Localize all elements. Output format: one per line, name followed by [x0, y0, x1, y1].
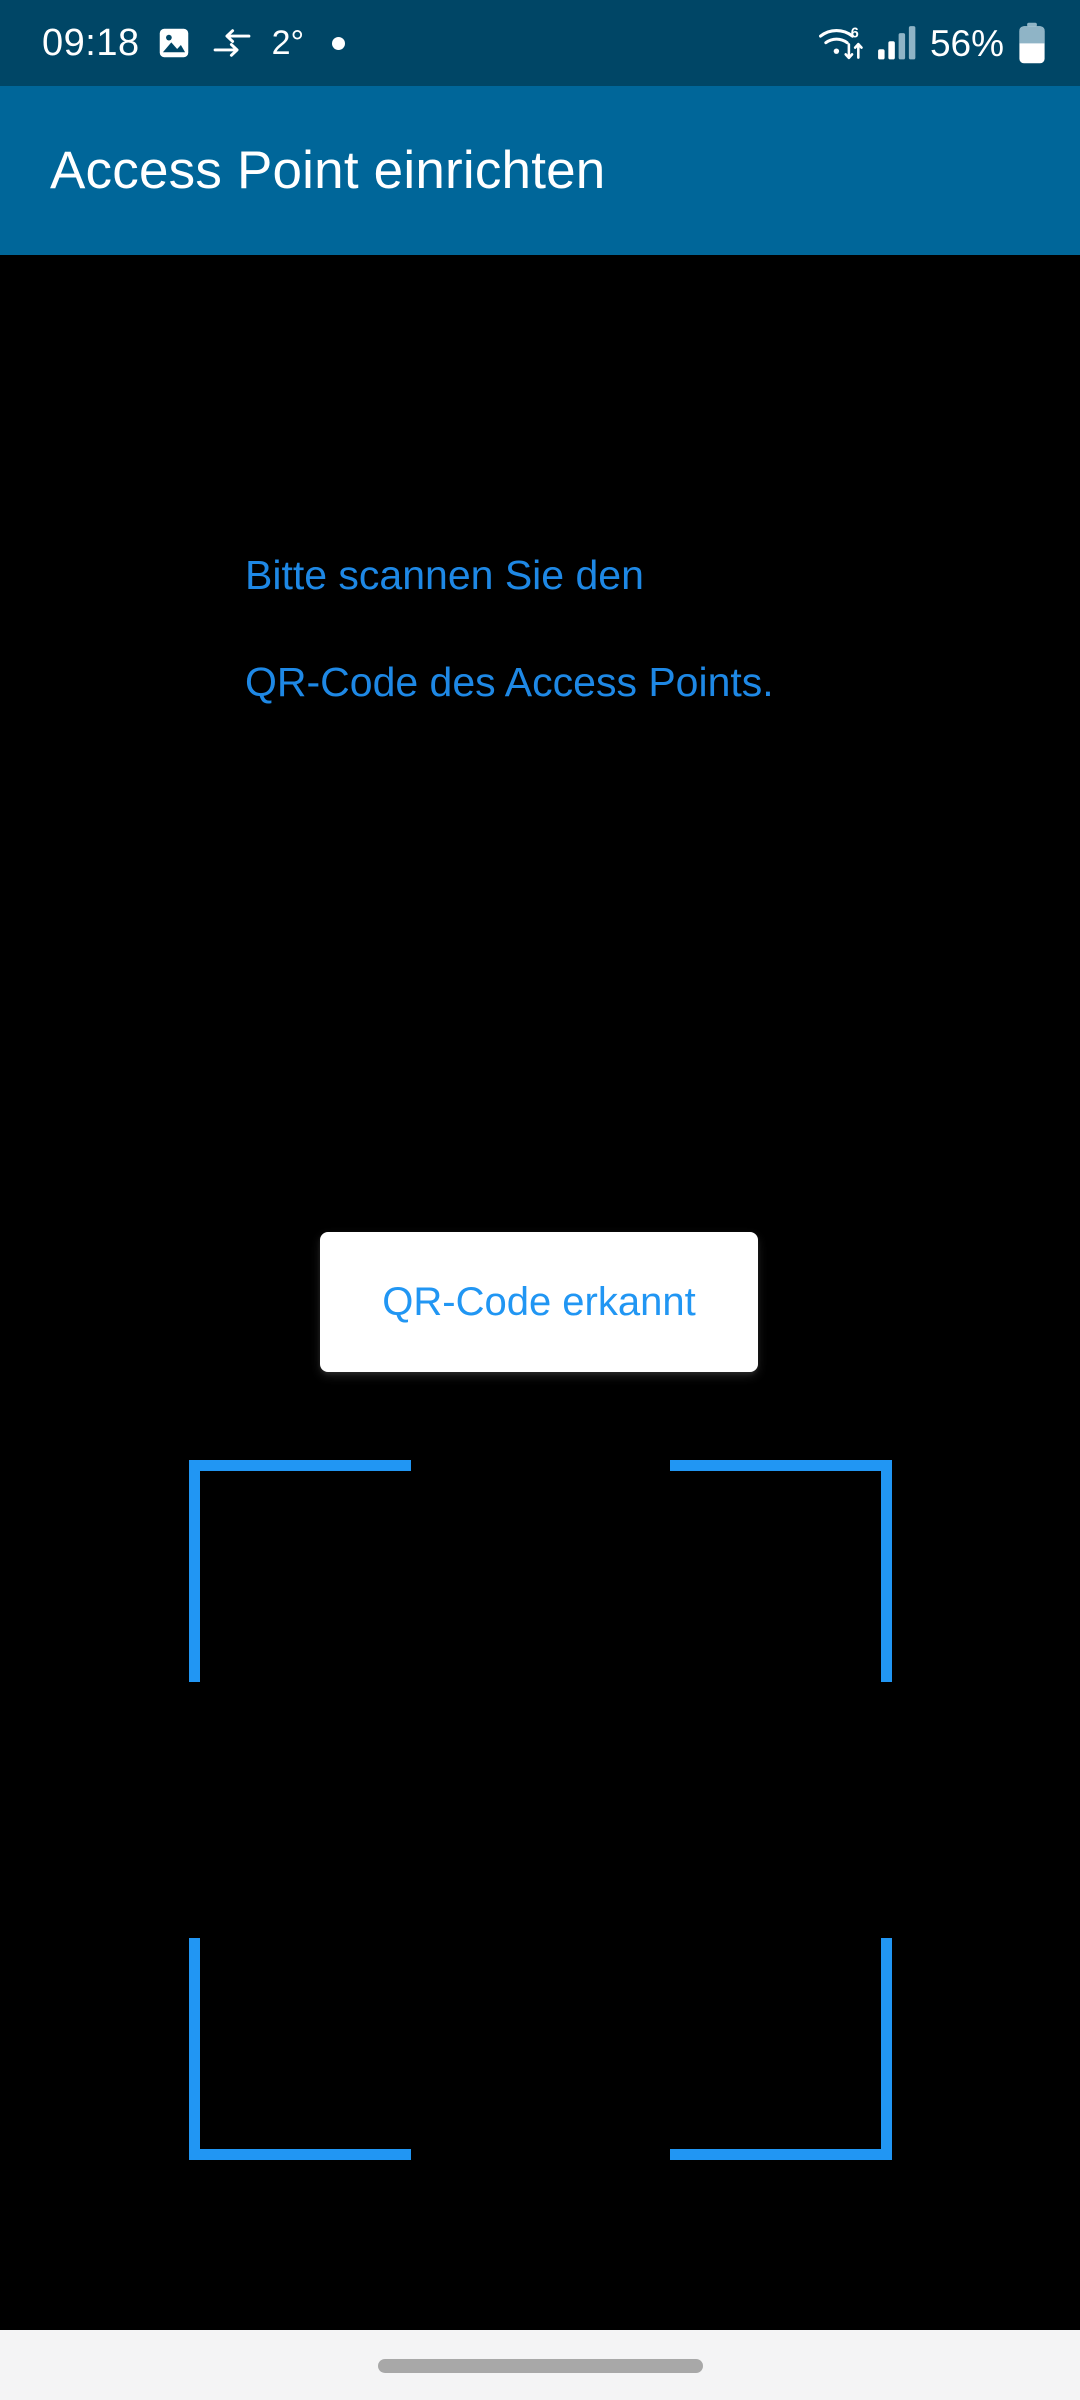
- scan-instruction-line-2: QR-Code des Access Points.: [245, 658, 774, 705]
- svg-text:6: 6: [851, 26, 859, 42]
- notification-dot-icon: [332, 36, 346, 50]
- status-bar-left-group: 09:18 2°: [42, 22, 346, 64]
- status-bar-right-group: 6 56%: [818, 22, 1046, 64]
- scan-instructions: Bitte scannen Sie den QR-Code des Access…: [245, 496, 774, 762]
- viewfinder-corner-top-left: [189, 1460, 411, 1682]
- data-transfer-icon: [208, 26, 252, 60]
- qr-detected-label: QR-Code erkannt: [382, 1280, 696, 1324]
- battery-icon: [1015, 22, 1046, 64]
- scan-instruction-line-1: Bitte scannen Sie den: [245, 552, 644, 599]
- system-navigation-bar: [0, 2330, 1080, 2400]
- cellular-signal-icon: [877, 25, 917, 61]
- viewfinder-corner-bottom-left: [189, 1938, 411, 2160]
- viewfinder-corner-bottom-right: [670, 1938, 892, 2160]
- status-temperature: 2°: [271, 24, 305, 62]
- viewfinder-corner-top-right: [670, 1460, 892, 1682]
- app-bar: Access Point einrichten: [0, 86, 1080, 255]
- qr-scanner-camera-view[interactable]: Bitte scannen Sie den QR-Code des Access…: [0, 255, 1080, 2330]
- wifi-6-icon: 6: [818, 23, 866, 63]
- status-clock: 09:18: [42, 22, 140, 64]
- status-bar: 09:18 2°: [0, 0, 1080, 86]
- qr-viewfinder-frame: [189, 1460, 892, 2160]
- photo-icon: [156, 25, 192, 61]
- gesture-handle[interactable]: [377, 2359, 703, 2373]
- qr-detected-card: QR-Code erkannt: [320, 1232, 758, 1372]
- battery-percentage: 56%: [929, 22, 1004, 64]
- page-title: Access Point einrichten: [50, 141, 606, 200]
